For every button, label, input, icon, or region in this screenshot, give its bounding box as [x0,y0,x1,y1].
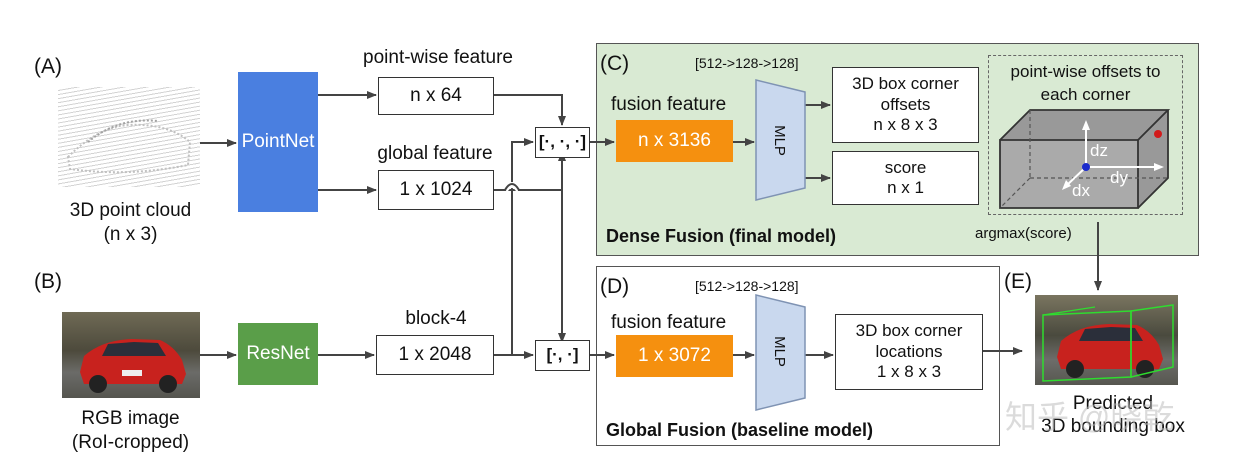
point-cloud-caption-1: 3D point cloud [69,200,192,221]
dense-fusion-label: fusion feature [611,94,727,115]
locations-box: 3D box corner locations 1 x 8 x 3 [835,314,983,390]
offsets-line-3: n x 8 x 3 [873,115,938,135]
rgb-caption-1: RGB image [81,408,180,429]
point-cloud-image [58,87,200,187]
block4-box: 1 x 2048 [376,335,494,375]
pointwise-feature-label: point-wise feature [363,47,513,68]
box-3d-illustration [999,109,1171,209]
argmax-label: argmax(score) [975,225,1072,242]
concat2-box: [·, ·] [535,340,590,371]
pointwise-feature-box: n x 64 [378,77,494,115]
score-box: score n x 1 [832,151,979,205]
offsets-line-2: offsets [880,94,931,114]
dense-mlp-dims: [512->128->128] [695,55,799,71]
label-c: (C) [600,52,630,75]
dense-fusion-title: Dense Fusion (final model) [606,226,837,246]
score-line-1: score [884,157,927,177]
dense-fusion-box: n x 3136 [616,120,733,162]
resnet-block: ResNet [238,323,318,385]
output-caption-1: Predicted [1072,393,1154,414]
locations-line-2: locations [875,341,943,361]
dx-label: dx [1072,181,1090,200]
pointnet-block: PointNet [238,72,318,212]
global-fusion-box: 1 x 3072 [616,335,733,377]
global-feature-label: global feature [377,143,493,164]
offsets-line-1: 3D box corner [852,74,959,94]
corner-offsets-inset [988,55,1183,215]
label-e: (E) [1004,270,1032,293]
label-d: (D) [600,275,630,298]
global-feature-box: 1 x 1024 [378,170,494,210]
dz-label: dz [1090,141,1108,160]
predicted-box-image [1035,295,1178,385]
label-a: (A) [34,55,62,78]
block4-label: block-4 [405,308,467,329]
label-b: (B) [34,270,62,293]
output-caption-2: 3D bounding box [1041,416,1185,437]
global-mlp-label: MLP [770,336,788,367]
global-mlp-dims: [512->128->128] [695,278,799,294]
concat3-box: [·, ·, ·] [535,127,590,158]
inset-title-1: point-wise offsets to [1010,62,1161,81]
dense-mlp-label: MLP [770,125,788,156]
global-fusion-label: fusion feature [611,312,727,333]
global-fusion-title: Global Fusion (baseline model) [606,420,874,440]
rgb-image [62,312,200,398]
point-cloud-caption-2: (n x 3) [103,224,158,245]
score-line-2: n x 1 [887,178,924,197]
locations-line-3: 1 x 8 x 3 [876,362,942,382]
watermark: 知乎 @晓乾 [1005,399,1175,435]
locations-line-1: 3D box corner [855,321,963,341]
dy-label: dy [1110,168,1128,187]
offsets-box: 3D box corner offsets n x 8 x 3 [832,67,979,143]
inset-title-2: each corner [1040,85,1131,104]
rgb-caption-2: (RoI-cropped) [71,432,190,453]
